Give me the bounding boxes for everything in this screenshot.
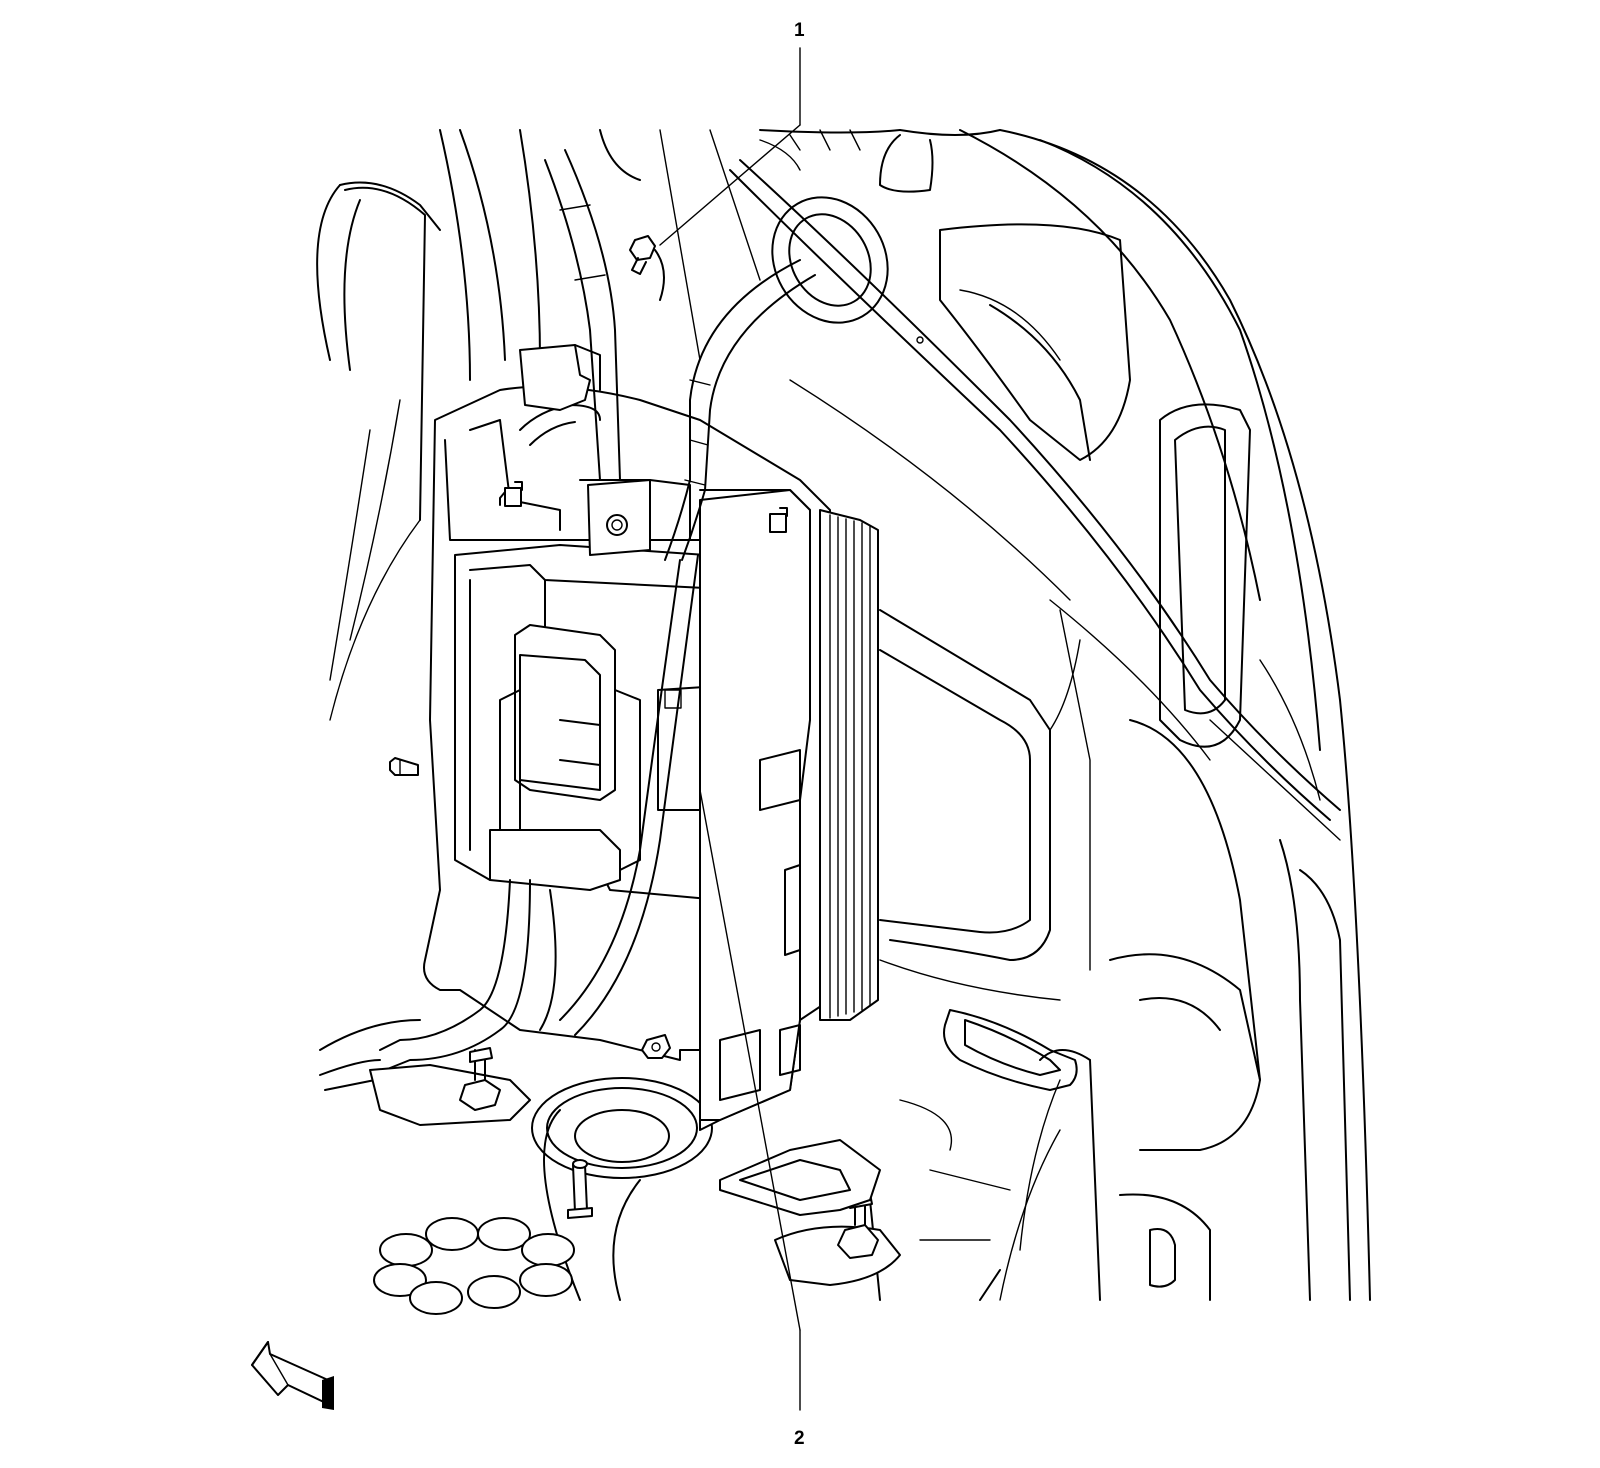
trunk-body-panels — [316, 129, 1371, 1301]
mount-foot — [719, 1139, 881, 1216]
fasteners — [369, 235, 901, 1286]
bolt-icon — [389, 757, 419, 776]
callout-2: 2 — [699, 789, 805, 1449]
bolt-icon — [587, 479, 651, 556]
callout-1-label: 1 — [794, 20, 805, 41]
harness-connector — [489, 624, 641, 891]
nut-icon — [769, 507, 788, 533]
harness-loop-left — [344, 186, 426, 521]
heat-sink-fins — [829, 514, 871, 1019]
stud-pin-icon — [567, 1159, 593, 1219]
adhesive-pads — [373, 1217, 575, 1315]
wire-harness — [379, 149, 816, 1071]
nut-icon — [641, 1034, 671, 1059]
stud-nut-icon — [369, 1047, 531, 1126]
front-of-vehicle-arrow-icon — [251, 1341, 334, 1410]
callout-2-label: 2 — [794, 1428, 805, 1449]
callout-1: 1 — [659, 20, 805, 246]
ground-stud-bolt-icon — [629, 235, 665, 301]
nut-icon — [499, 481, 523, 507]
